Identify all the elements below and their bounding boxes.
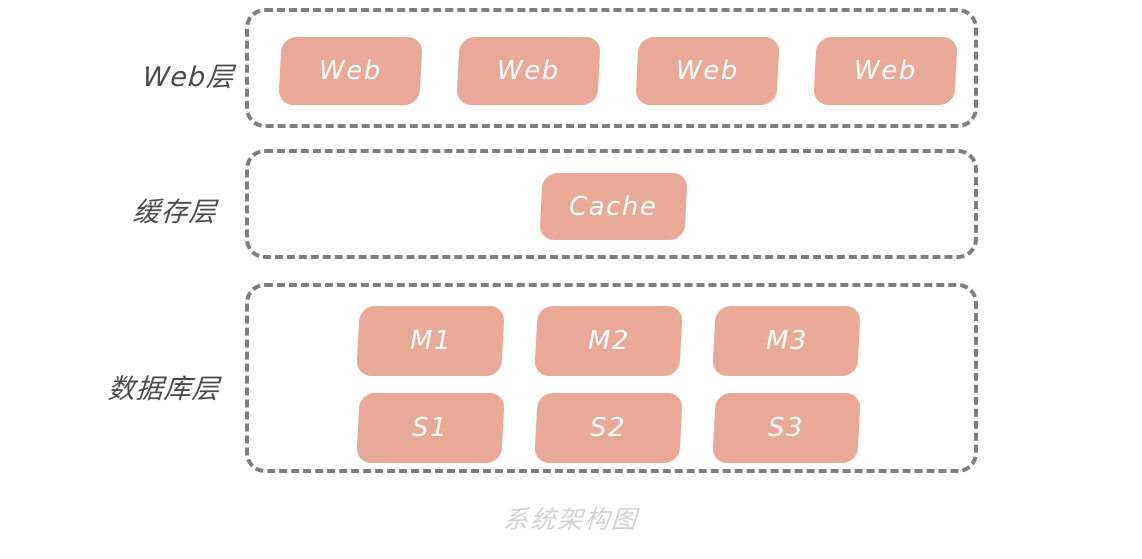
node-db-master-1[interactable]: M1: [356, 306, 505, 376]
diagram-caption: 系统架构图: [502, 505, 640, 534]
node-db-master-2-label: M2: [587, 326, 630, 356]
node-db-master-1-label: M1: [409, 326, 452, 356]
node-web-2[interactable]: Web: [456, 37, 601, 105]
node-db-slave-1[interactable]: S1: [356, 393, 505, 463]
node-db-slave-3[interactable]: S3: [712, 393, 861, 463]
node-db-slave-2-label: S2: [590, 413, 627, 443]
node-db-slave-2[interactable]: S2: [534, 393, 683, 463]
node-cache[interactable]: Cache: [539, 173, 688, 240]
node-web-3[interactable]: Web: [635, 37, 780, 105]
tier-label-web: Web层: [141, 62, 236, 93]
node-web-3-label: Web: [676, 56, 739, 86]
tier-container-database: [245, 283, 978, 473]
tier-label-cache: 缓存层: [131, 197, 218, 228]
node-db-slave-3-label: S3: [768, 413, 805, 443]
tier-label-database: 数据库层: [106, 374, 221, 405]
node-db-master-3[interactable]: M3: [712, 306, 861, 376]
node-db-master-3-label: M3: [765, 326, 808, 356]
node-web-1[interactable]: Web: [278, 37, 423, 105]
node-cache-label: Cache: [569, 191, 658, 222]
node-web-4[interactable]: Web: [813, 37, 958, 105]
node-web-2-label: Web: [497, 56, 560, 86]
node-db-master-2[interactable]: M2: [534, 306, 683, 376]
node-web-4-label: Web: [854, 56, 917, 86]
node-web-1-label: Web: [319, 56, 382, 86]
node-db-slave-1-label: S1: [412, 413, 449, 443]
tier-container-cache: [245, 149, 978, 259]
tier-container-web: [245, 8, 978, 128]
